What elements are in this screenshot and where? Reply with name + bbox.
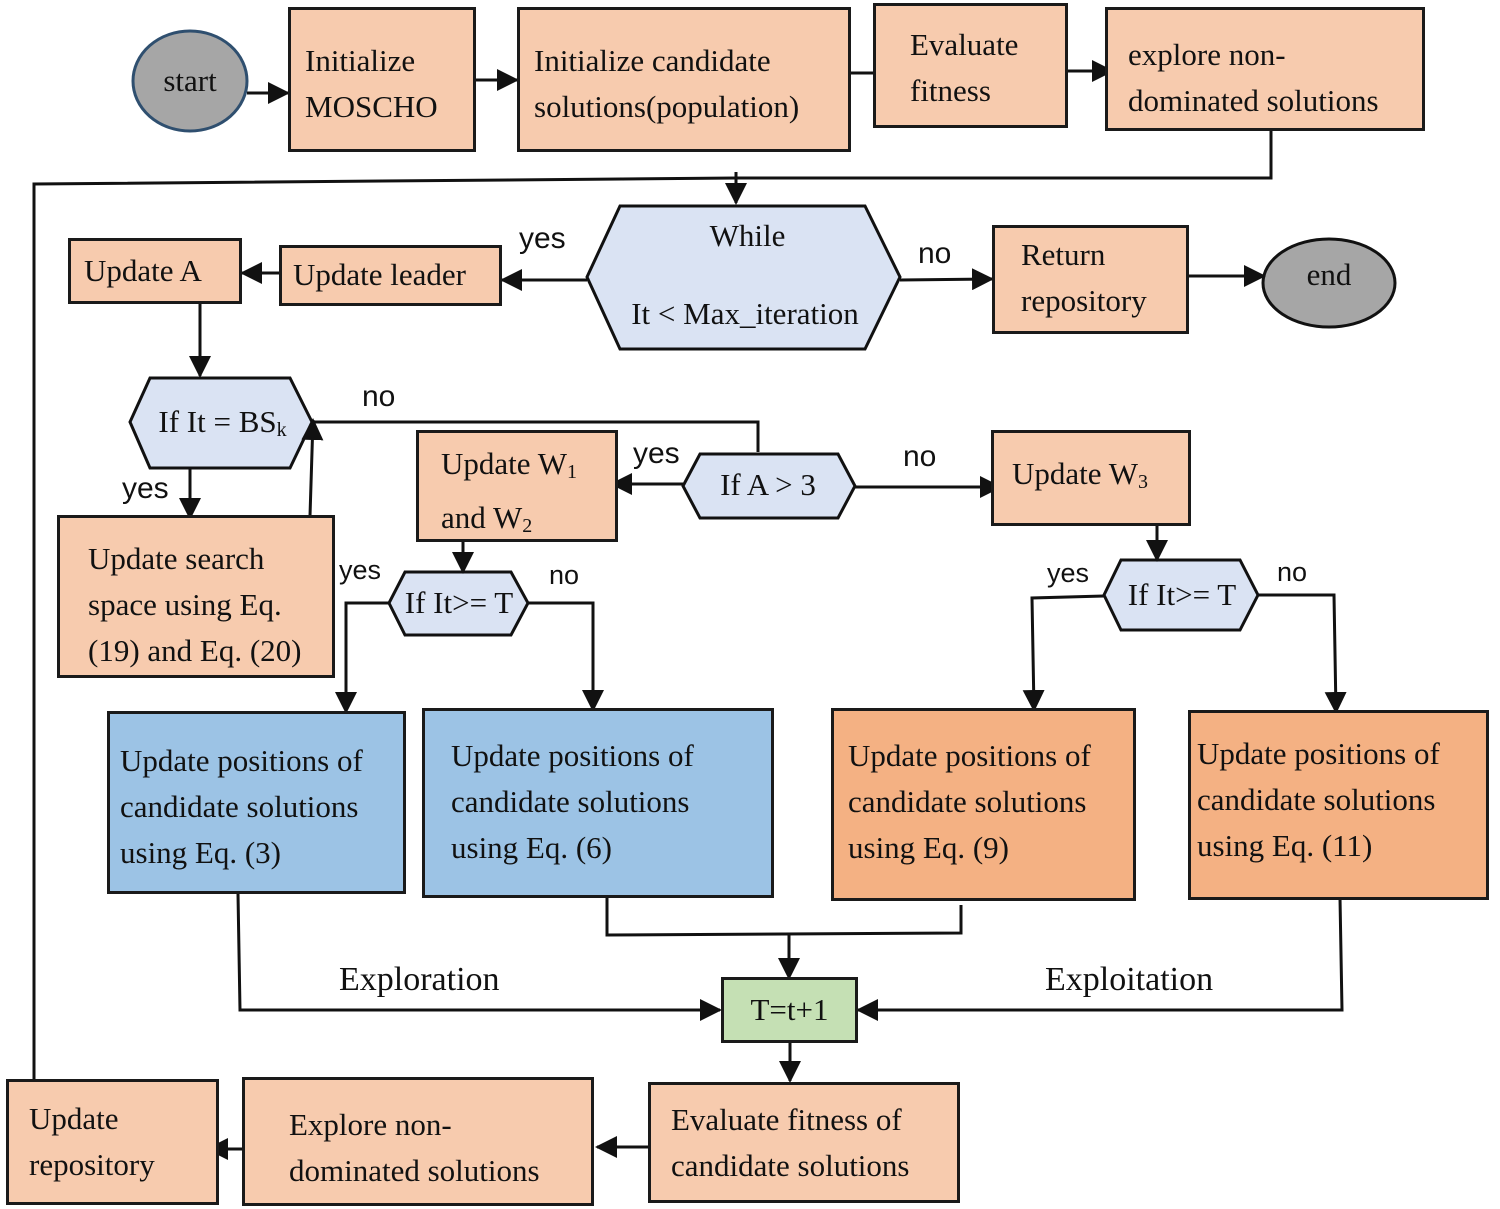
update-w3-box: Update W3 (991, 430, 1191, 526)
update-w3-sub: 3 (1137, 471, 1148, 493)
update-eq11-box: Update positions of candidate solutions … (1188, 710, 1489, 900)
label-while-yes: yes (519, 222, 566, 255)
if-bs-label-text: If It = BS (158, 404, 277, 439)
update-eq3-box: Update positions of candidate solutions … (107, 711, 406, 894)
label-left-t-yes: yes (339, 555, 382, 585)
update-leader-box: Update leader (279, 245, 502, 306)
if-it-t-right-label: If It>= T (1127, 577, 1237, 612)
return-repository-box: Return repository (992, 225, 1189, 334)
edge-right-t-no (1258, 593, 1347, 714)
update-repository-box: Update repository (6, 1079, 219, 1205)
t-increment-box: T=t+1 (721, 977, 858, 1043)
edge-right-t-yes (1022, 594, 1105, 712)
label-while-no: no (918, 237, 952, 270)
label-bs-no: no (362, 380, 396, 413)
explore-nondominated-top-box: explore non- dominated solutions (1105, 7, 1425, 131)
edge-left-t-no (528, 601, 604, 712)
label-a-yes: yes (633, 437, 680, 470)
edge-eq6-eq9-merge (605, 898, 963, 937)
if-bs-label-sub: k (276, 419, 287, 441)
init-moscho-box: Initialize MOSCHO (288, 7, 476, 152)
start-label: start (163, 63, 217, 98)
update-w1-sub: 1 (566, 461, 577, 483)
update-search-space-box: Update search space using Eq. (19) and E… (57, 515, 335, 678)
if-bs-decision-shape (128, 376, 314, 470)
update-w1-text: Update W (441, 446, 567, 481)
edge-left-t-yes (335, 601, 389, 714)
while-condition-label: It < Max_iteration (631, 296, 859, 331)
exploitation-label: Exploitation (1045, 961, 1214, 998)
update-a-box: Update A (68, 238, 242, 304)
label-right-t-yes: yes (1047, 558, 1090, 588)
update-w1-w2-box: Update W1 and W2 (416, 430, 618, 542)
if-bs-label: If It = BSk (140, 405, 305, 447)
if-a-decision-shape (681, 452, 857, 520)
edge-eq11-to-counter (856, 897, 1344, 1021)
init-candidates-box: Initialize candidate solutions(populatio… (517, 7, 851, 152)
end-label: end (1306, 257, 1352, 292)
while-decision-shape (585, 204, 902, 351)
evaluate-fitness-candidates-box: Evaluate fitness of candidate solutions (648, 1082, 960, 1203)
explore-nondominated-bottom-box: Explore non- dominated solutions (242, 1077, 594, 1206)
update-eq9-box: Update positions of candidate solutions … (831, 708, 1136, 901)
if-it-t-right-decision-shape (1102, 558, 1260, 632)
evaluate-fitness-box: Evaluate fitness (873, 3, 1068, 128)
label-right-t-no: no (1277, 557, 1308, 587)
update-w3-text: Update W (1012, 456, 1138, 491)
if-a-label: If A > 3 (720, 467, 816, 502)
exploration-label: Exploration (339, 961, 500, 998)
edge-loop-back (32, 176, 737, 1079)
update-w2-text: and W (441, 500, 523, 535)
edge-eq3-to-counter (236, 893, 722, 1021)
update-eq6-box: Update positions of candidate solutions … (422, 708, 774, 898)
edge-bs-no (312, 420, 760, 452)
label-a-no: no (903, 440, 937, 473)
while-label: While (709, 218, 786, 253)
label-left-t-no: no (549, 560, 580, 590)
edge-search-back (301, 418, 324, 517)
label-bs-yes: yes (122, 472, 169, 505)
edge-while-no (899, 268, 994, 291)
update-w2-sub: 2 (522, 515, 533, 537)
start-terminal (131, 29, 249, 133)
edge-explore-to-while (736, 130, 1273, 180)
if-it-t-left-label: If It>= T (404, 585, 514, 620)
